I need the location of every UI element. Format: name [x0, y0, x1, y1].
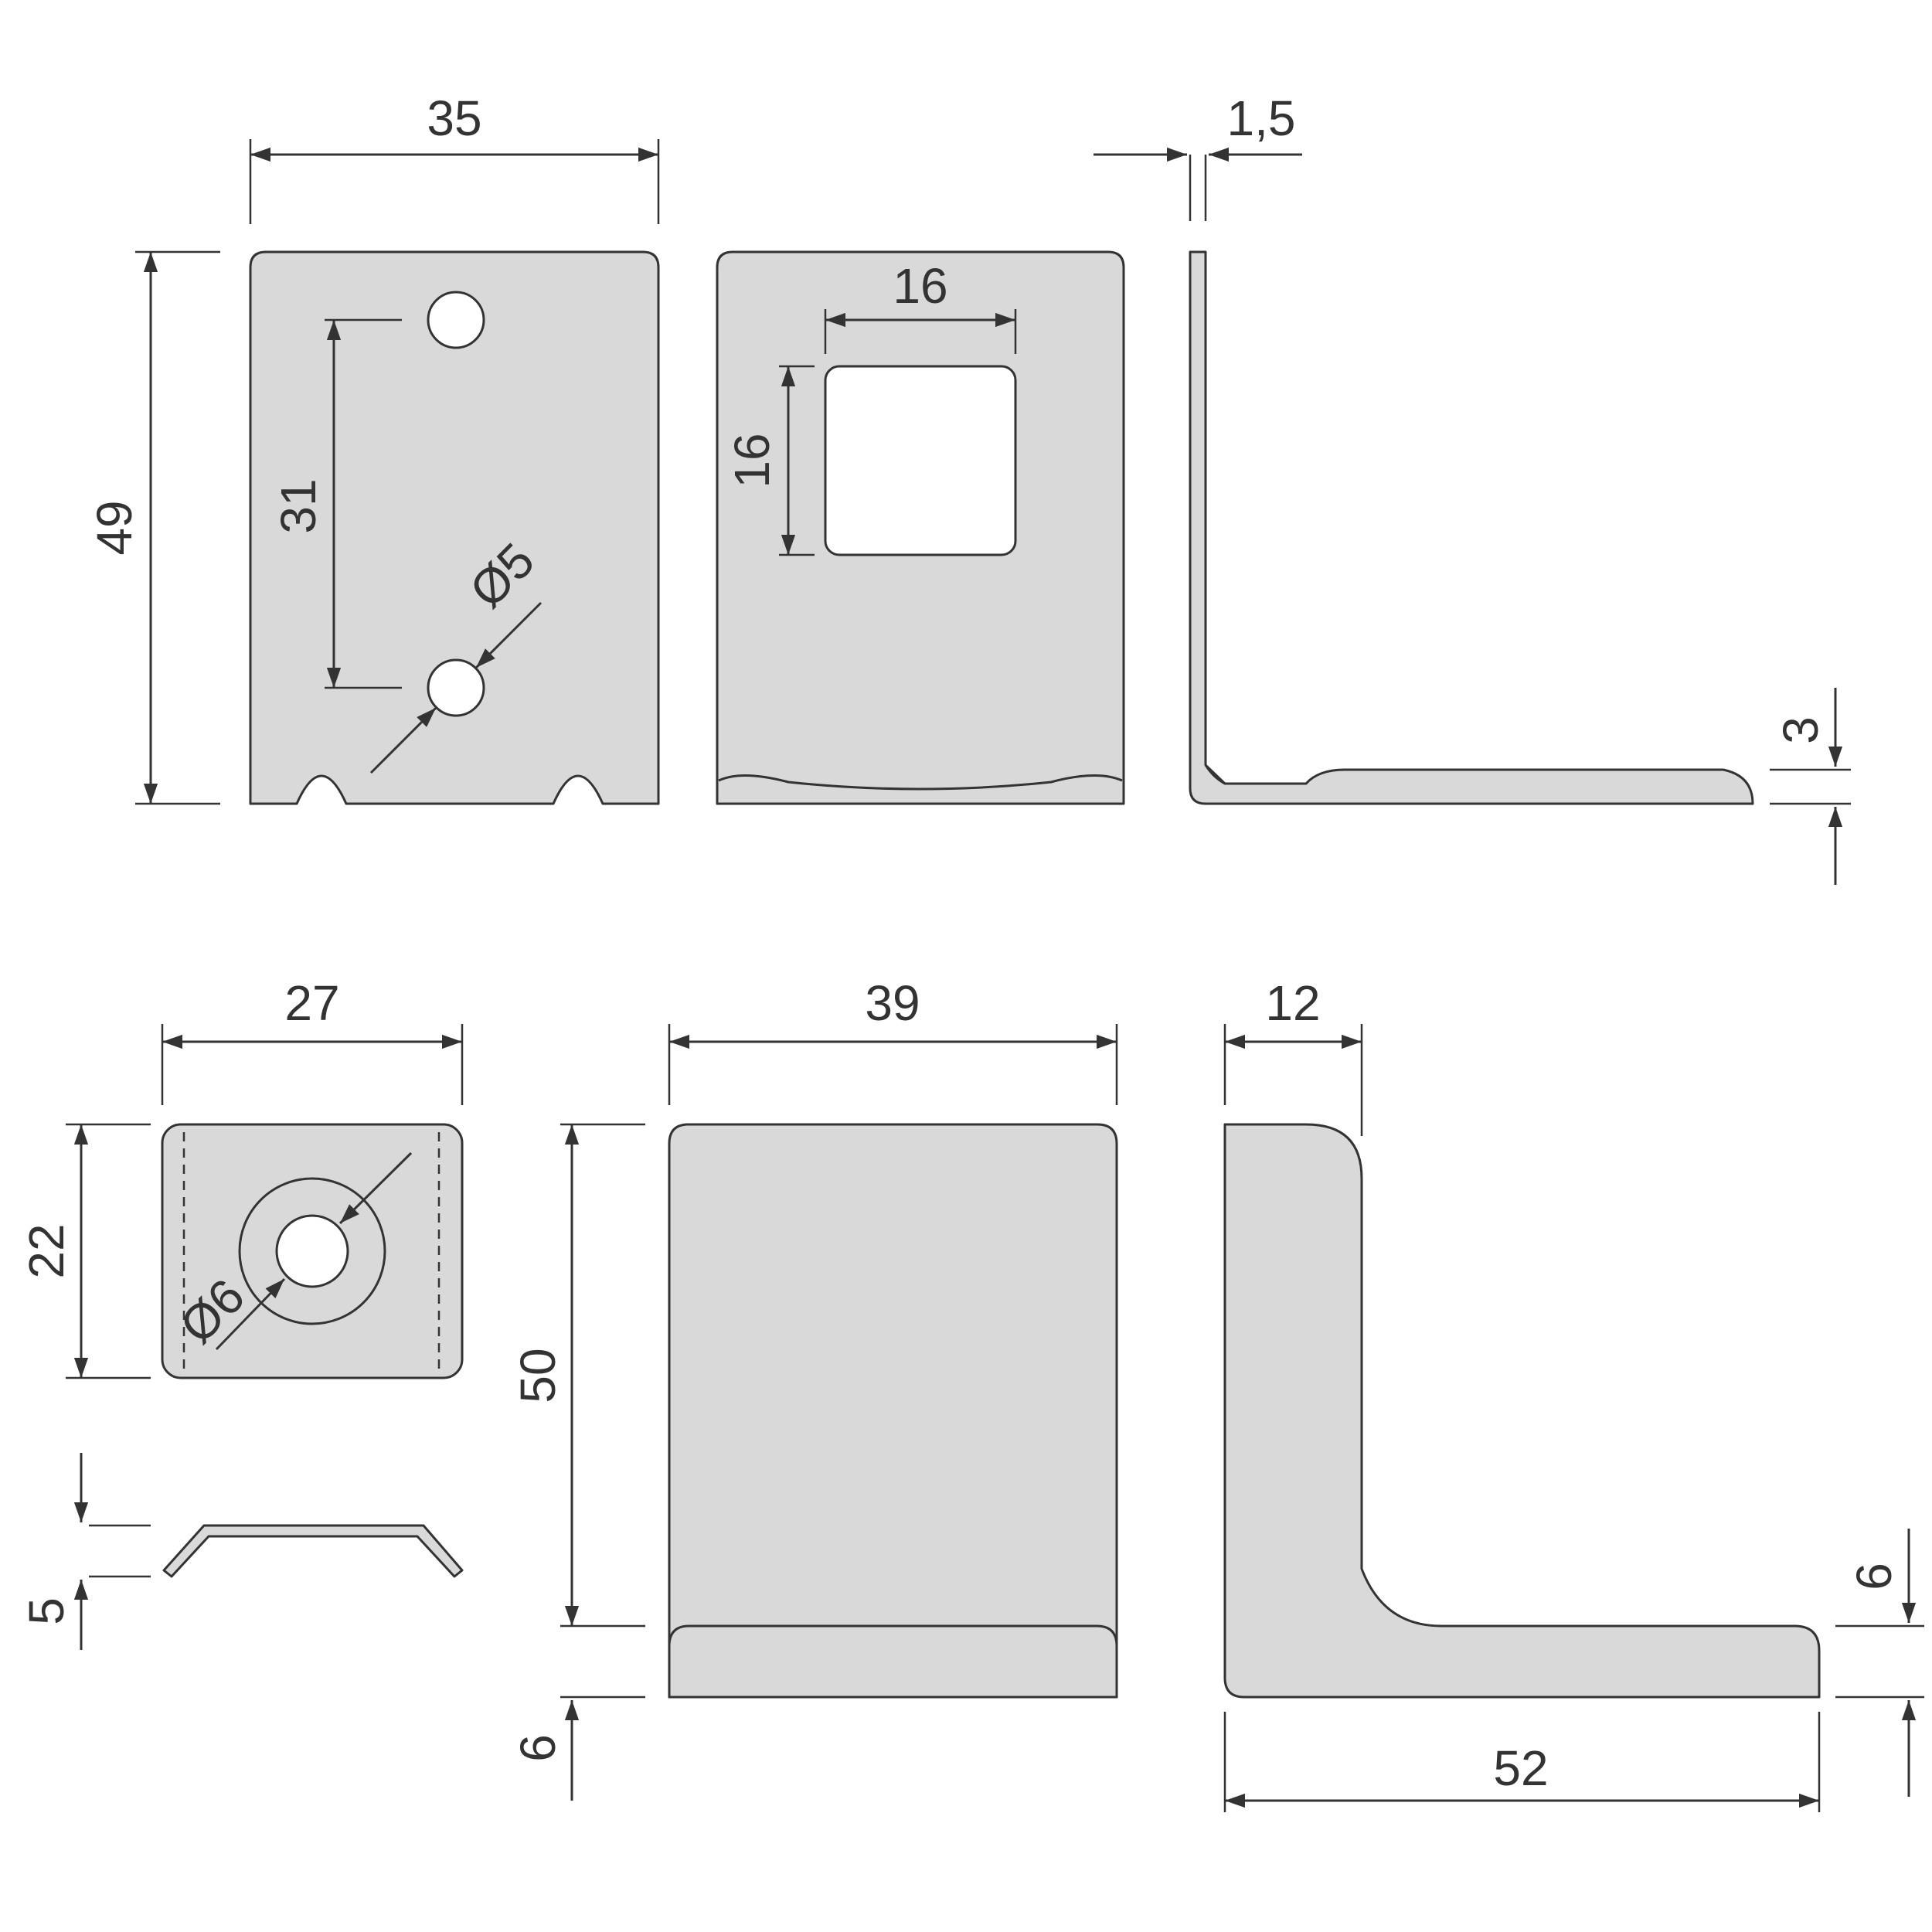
- upper-front-view: 35 49 31 Ø5: [87, 90, 660, 805]
- lower-side-view: 12 52 6: [1223, 975, 1924, 1812]
- profile-height-label: 5: [19, 1597, 74, 1625]
- upper-middle-view: 16 16: [716, 250, 1125, 805]
- bottom-mounting-hole: [427, 658, 485, 717]
- lower-profile-shape: [162, 1524, 464, 1578]
- lower-front-lip: [668, 1624, 1118, 1699]
- lower-top-view: 27 22 Ø6: [19, 975, 464, 1379]
- foot-height-label: 3: [1773, 716, 1828, 744]
- bend-line: [718, 774, 1123, 791]
- top-mounting-hole: [427, 291, 485, 349]
- lower-top-height-label: 22: [19, 1223, 74, 1278]
- lower-top-width-label: 27: [284, 975, 339, 1031]
- window-height-label: 16: [724, 433, 780, 488]
- upper-width-label: 35: [427, 90, 481, 146]
- upper-front-plate: [249, 250, 660, 805]
- upper-side-view: 1,5 3: [1094, 90, 1851, 885]
- lower-front-height-label: 50: [510, 1348, 566, 1403]
- lower-front-view: 39 50 6: [510, 975, 1118, 1801]
- lower-front-plate: [668, 1123, 1118, 1699]
- upper-height-label: 49: [87, 500, 142, 555]
- hole-spacing-label: 31: [270, 478, 326, 533]
- countersink-ring: [238, 1177, 386, 1325]
- center-hole: [275, 1214, 349, 1288]
- lower-profile-view: 5: [19, 1453, 464, 1650]
- lip-height-label: 6: [510, 1734, 566, 1762]
- lower-front-width-label: 39: [865, 975, 920, 1031]
- upper-side-profile: [1189, 250, 1754, 805]
- lower-side-profile: [1223, 1123, 1821, 1699]
- square-window: [824, 365, 1017, 556]
- lower-side-top-width-label: 12: [1265, 975, 1320, 1031]
- thickness-label: 1,5: [1227, 90, 1296, 146]
- base-height-label: 6: [1846, 1563, 1902, 1590]
- base-length-label: 52: [1493, 1740, 1548, 1796]
- window-width-label: 16: [893, 258, 947, 314]
